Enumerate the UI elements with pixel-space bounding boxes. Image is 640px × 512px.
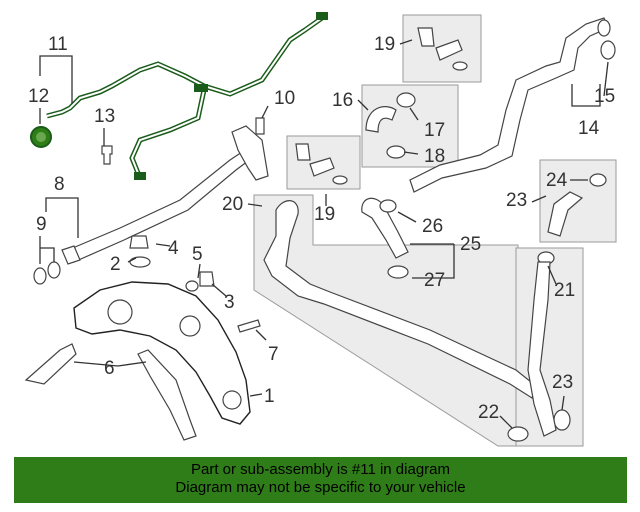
part-21-hose (527, 261, 557, 437)
part-18-clamp (386, 145, 406, 159)
part-19-connector-mid (309, 157, 335, 177)
callout-4: 4 (168, 238, 179, 259)
callout-15: 15 (594, 86, 615, 107)
callout-5: 5 (192, 244, 203, 265)
part-17-clamp (396, 92, 416, 108)
callout-16: 16 (332, 90, 353, 111)
part-10-bolt (255, 117, 265, 135)
callout-7: 7 (268, 344, 279, 365)
part-9-seal-b (47, 261, 61, 279)
banner-line-disclaimer: Diagram may not be specific to your vehi… (175, 479, 466, 496)
outlet-housing (231, 125, 269, 181)
pipe-end-flange (597, 19, 611, 37)
callout-27: 26 (422, 216, 443, 237)
callout-21: 21 (554, 280, 575, 301)
callout-12: 12 (28, 86, 49, 107)
part-12-cap[interactable] (30, 126, 52, 148)
callout-19-top: 19 (374, 34, 395, 55)
callout-3: 3 (224, 292, 235, 313)
part-28-clamp (387, 265, 409, 279)
callout-23: 23 (552, 372, 573, 393)
callout-8: 8 (54, 174, 65, 195)
callout-24: 23 (506, 190, 527, 211)
leader-lines (39, 39, 609, 429)
part-25-o-ring (589, 173, 607, 187)
part-3-plug (199, 271, 215, 287)
hose-end-fitting (316, 12, 328, 20)
callout-26: 25 (460, 234, 481, 255)
part-19-seal-mid (332, 175, 348, 185)
callout-6: 6 (104, 358, 115, 379)
callout-2: 2 (110, 254, 121, 275)
callout-13: 13 (94, 106, 115, 127)
info-banner: Part or sub-assembly is #11 in diagram D… (14, 457, 627, 503)
part-20-hose (263, 200, 537, 399)
callout-14: 14 (578, 118, 600, 139)
part-2-plug (129, 235, 149, 249)
callout-10: 10 (274, 88, 295, 109)
part-15-o-ring (600, 40, 616, 60)
part-22-clamp (507, 426, 529, 442)
banner-line-part: Part or sub-assembly is #11 in diagram (191, 461, 450, 478)
callout-28: 27 (424, 270, 445, 291)
callout-25: 24 (546, 170, 568, 191)
callout-22: 22 (478, 402, 499, 423)
part-9-seal-a (33, 267, 47, 285)
part-16-hose (365, 106, 397, 133)
part-2-seal (129, 256, 151, 268)
part-26-hose (361, 197, 409, 259)
part-7-bolt (237, 319, 261, 333)
part-27-clamp (379, 199, 397, 213)
part-6-bracket-right (137, 349, 197, 441)
parts-diagram: 11 12 13 10 8 9 2 4 5 3 6 7 1 19 16 17 1… (24, 12, 617, 447)
part-11-hose-assembly[interactable] (46, 12, 328, 180)
callout-19-mid: 19 (314, 204, 335, 225)
part-19-connector-top (435, 39, 463, 61)
part-5-seal (185, 280, 199, 292)
part-6-bracket-left (24, 343, 77, 385)
part-19-fitting-top (417, 27, 435, 47)
part-13-bolt (101, 145, 113, 165)
part-19-fitting-mid (295, 143, 311, 161)
callout-17: 17 (424, 120, 445, 141)
part-8-pipe-end (61, 245, 81, 265)
part-24-pipe (547, 191, 584, 237)
callout-numbers: 11 12 13 10 8 9 2 4 5 3 6 7 1 19 16 17 1… (28, 34, 615, 423)
part-23-clamp (553, 409, 571, 431)
callout-18: 18 (424, 146, 445, 167)
part-19-seal-top (452, 61, 468, 71)
callout-1: 1 (264, 386, 275, 407)
callout-11: 11 (48, 34, 68, 55)
callout-9: 9 (36, 214, 47, 235)
callout-20: 20 (222, 194, 243, 215)
